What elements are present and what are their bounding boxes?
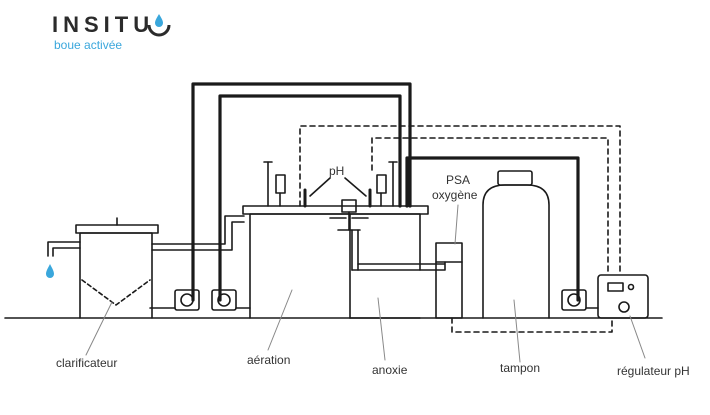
label-ph-regulator: régulateur pH: [617, 364, 690, 378]
recirc-loop-outer: [191, 82, 412, 302]
label-psa: PSA: [446, 173, 471, 187]
label-oxygen: oxygène: [432, 188, 478, 202]
ph-probe-left: [263, 161, 286, 207]
leader-clarifier: [85, 301, 113, 356]
pump-2: [211, 289, 251, 311]
leader-psa: [454, 204, 459, 245]
water-drop-icon: [46, 264, 54, 278]
clarifier-tank: [47, 217, 159, 319]
label-anoxia: anoxie: [372, 363, 408, 377]
leader-aeration: [267, 289, 293, 351]
water-drop-logo-icon: [147, 14, 171, 37]
pump-1: [149, 289, 200, 311]
mixer-valve: [329, 199, 369, 231]
recirc-loop-inner: [218, 94, 402, 302]
leader-buffer: [513, 299, 521, 363]
label-buffer: tampon: [500, 361, 541, 375]
label-clarifier: clarificateur: [56, 356, 118, 370]
ph-regulator-box: [597, 274, 649, 319]
leader-ph-regulator: [629, 315, 646, 359]
psa-oxygen-unit: [435, 242, 463, 319]
anoxia-tank: [349, 213, 446, 319]
pump-3: [561, 289, 599, 311]
aeration-tank: [242, 205, 429, 319]
oxygen-line-inner: [371, 137, 609, 276]
label-ph: pH: [329, 164, 345, 178]
brand-logo-text: INSITU: [52, 12, 155, 37]
ph-probe-right: [376, 161, 398, 207]
leader-anoxia: [377, 297, 386, 361]
buffer-dashed-base: [451, 317, 613, 333]
pipe-aeration-clarifier: [151, 215, 245, 251]
brand-tagline: boue activée: [54, 38, 123, 52]
oxygen-line-outer: [299, 125, 621, 276]
buffer-tank: [482, 170, 550, 319]
label-aeration: aération: [247, 353, 291, 367]
recirc-loop-buffer: [405, 156, 580, 302]
